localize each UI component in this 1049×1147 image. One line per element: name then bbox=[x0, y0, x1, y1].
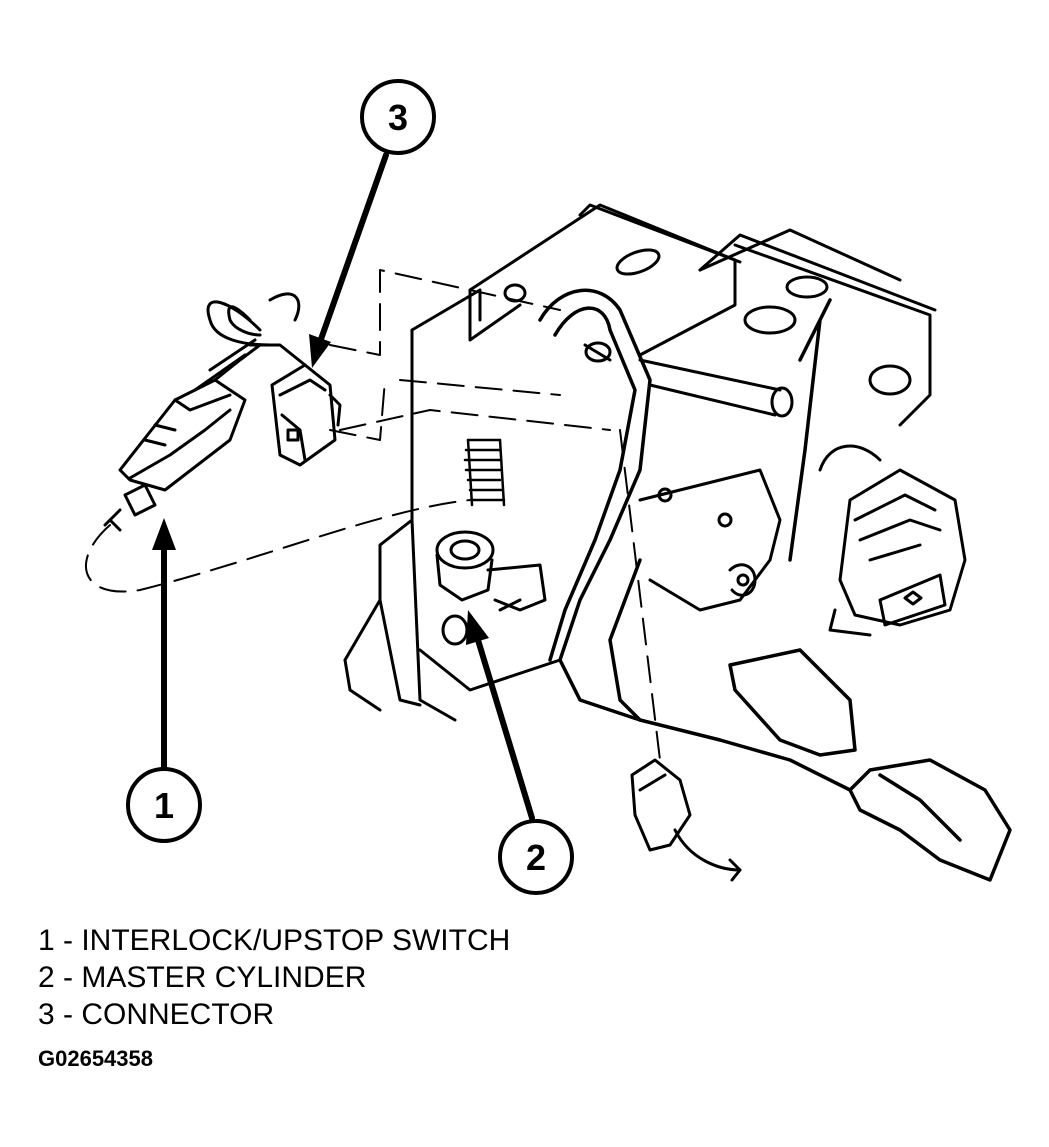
callout-leaders bbox=[152, 152, 535, 821]
connector-part bbox=[248, 343, 342, 467]
lower-wire-connector bbox=[630, 758, 742, 882]
callout-3: 3 bbox=[360, 79, 436, 155]
figure-id: G02654358 bbox=[38, 1046, 153, 1071]
pedal-support-bracket bbox=[343, 203, 937, 722]
bracket-holes bbox=[441, 248, 912, 646]
clutch-pedal-assembly-drawing: 1 2 3 bbox=[85, 79, 1012, 895]
callout-3-number: 3 bbox=[388, 97, 408, 138]
wiring-harness bbox=[193, 292, 301, 392]
legend-item-2: 2 - MASTER CYLINDER bbox=[38, 961, 367, 994]
right-switch-block bbox=[818, 444, 967, 637]
parts-legend: 1 - INTERLOCK/UPSTOP SWITCH 2 - MASTER C… bbox=[38, 922, 510, 1033]
legend-item-1: 1 - INTERLOCK/UPSTOP SWITCH bbox=[38, 924, 511, 957]
pedal-lower-plate bbox=[638, 468, 782, 612]
master-cylinder-part bbox=[435, 530, 547, 612]
pivot-shaft bbox=[583, 341, 794, 418]
callout-1: 1 bbox=[126, 767, 202, 843]
callout-2: 2 bbox=[498, 819, 574, 895]
interlock-upstop-switch bbox=[103, 378, 247, 532]
callout-1-number: 1 bbox=[154, 785, 174, 826]
pedal-pad bbox=[728, 648, 1012, 882]
callout-2-number: 2 bbox=[526, 837, 546, 878]
phantom-lines bbox=[85, 269, 661, 761]
clutch-spring bbox=[463, 438, 506, 507]
pedal-arm bbox=[538, 288, 852, 792]
legend-item-3: 3 - CONNECTOR bbox=[38, 998, 275, 1031]
